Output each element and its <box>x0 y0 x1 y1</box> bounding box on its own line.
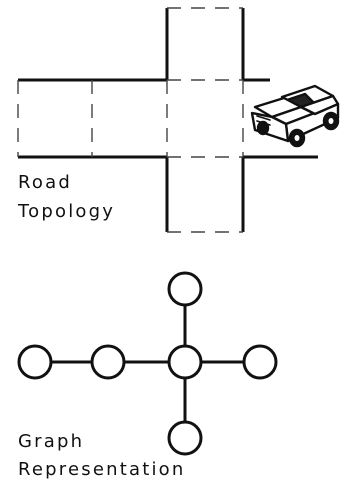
graph-node-left-inner <box>90 344 126 380</box>
road-label-line2: Topology <box>18 201 116 222</box>
graph-node-left-outer <box>17 344 53 380</box>
graph-node-top <box>167 271 203 307</box>
graph-label-line2: Representation <box>18 459 186 480</box>
graph-node-center <box>167 344 203 380</box>
graph-node-right <box>242 344 278 380</box>
road-label-line1: Road <box>18 172 72 193</box>
car-icon <box>250 84 340 148</box>
graph-label-line1: Graph <box>18 431 85 452</box>
graph-edges <box>52 306 243 422</box>
road-topology <box>17 7 318 233</box>
segment-boundaries <box>17 7 244 233</box>
graph-representation <box>17 271 278 456</box>
graph-node-bottom <box>167 420 203 456</box>
